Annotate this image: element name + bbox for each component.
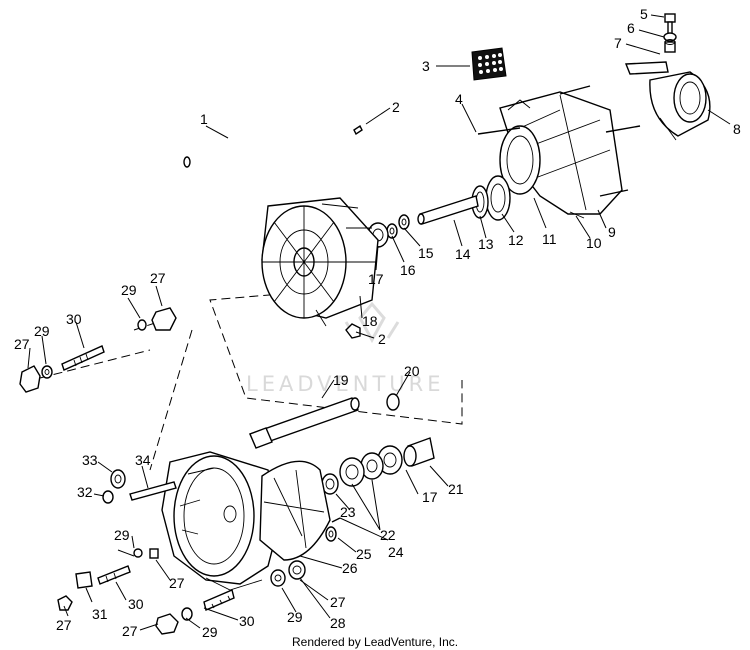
part-1-hose xyxy=(183,119,301,168)
callout-26: 26 xyxy=(342,560,358,576)
callout-23: 23 xyxy=(340,504,356,520)
callout-15: 15 xyxy=(418,245,434,261)
callout-7: 7 xyxy=(614,35,622,51)
callout-30-upper-left: 30 xyxy=(66,311,82,327)
parts-17-21-22-23-bearing-stack xyxy=(321,437,435,495)
callout-19: 19 xyxy=(333,372,349,388)
callout-6: 6 xyxy=(627,20,635,36)
callout-10: 10 xyxy=(586,235,602,251)
callout-17-lower: 17 xyxy=(422,489,438,505)
callout-27-upper-left: 27 xyxy=(14,336,30,352)
callout-11: 11 xyxy=(542,231,557,247)
callout-32: 32 xyxy=(77,484,93,500)
parts-24-25-26-hardware xyxy=(325,517,341,542)
callout-3: 3 xyxy=(422,58,430,74)
callout-17-top: 17 xyxy=(368,271,384,287)
callout-29-bottom: 29 xyxy=(202,624,218,640)
parts-15-16-washers xyxy=(386,214,410,239)
callout-29-lower-left: 29 xyxy=(114,527,130,543)
callout-21: 21 xyxy=(448,481,464,497)
callout-33: 33 xyxy=(82,452,98,468)
leader-lines xyxy=(27,14,731,631)
parts-32-33-34 xyxy=(102,469,177,504)
callout-labels: 1 2 3 4 5 6 7 8 9 10 11 12 13 14 15 16 1… xyxy=(14,6,741,640)
credit-text: Rendered by LeadVenture, Inc. xyxy=(292,635,458,649)
part-8-nozzle xyxy=(624,61,711,141)
callout-30-lower-left: 30 xyxy=(128,596,144,612)
callout-8: 8 xyxy=(733,121,741,137)
callout-4: 4 xyxy=(455,91,463,107)
callout-9: 9 xyxy=(608,224,616,240)
callout-30-bottom: 30 xyxy=(239,613,255,629)
callout-22: 22 xyxy=(380,527,396,543)
callout-29-upper-left: 29 xyxy=(34,323,50,339)
callout-5: 5 xyxy=(640,6,648,22)
part-18-stator-housing xyxy=(261,197,379,327)
callout-14: 14 xyxy=(455,246,471,262)
part-2-pin-top xyxy=(353,124,363,136)
part-30-stud-left xyxy=(19,307,177,393)
callout-31: 31 xyxy=(92,606,108,622)
callout-12: 12 xyxy=(508,232,524,248)
callout-2-mid: 2 xyxy=(378,331,386,347)
callout-24: 24 xyxy=(388,544,404,560)
callout-1: 1 xyxy=(200,111,208,127)
callout-13: 13 xyxy=(478,236,494,252)
parts-27-30-31-lower-left xyxy=(57,565,235,635)
callout-34: 34 xyxy=(135,452,151,468)
callout-27-lower-left: 27 xyxy=(56,617,72,633)
callout-2-top: 2 xyxy=(392,99,400,115)
parts-5-6-7-hardware xyxy=(663,13,677,53)
callout-20: 20 xyxy=(404,363,420,379)
part-14-shaft xyxy=(417,195,479,225)
lower-pump-housing xyxy=(161,451,331,591)
callout-27-bottom: 27 xyxy=(122,623,138,639)
callout-16: 16 xyxy=(400,262,416,278)
parts-27-28-29-lower-hardware xyxy=(133,548,306,587)
callout-27-lower-center: 27 xyxy=(169,575,185,591)
callout-29-upper: 29 xyxy=(121,282,137,298)
callout-27-lower-right: 27 xyxy=(330,594,346,610)
part-3-grille xyxy=(471,47,507,81)
callout-29-lower-right: 29 xyxy=(287,609,303,625)
part-2-fitting-mid xyxy=(345,323,361,339)
callout-28: 28 xyxy=(330,615,346,631)
part-20-o-ring xyxy=(386,393,400,411)
part-19-drive-shaft xyxy=(249,397,360,449)
callout-27-upper: 27 xyxy=(150,270,166,286)
callout-18: 18 xyxy=(362,313,378,329)
parts-12-13-seal-and-ring xyxy=(471,175,511,221)
callout-25: 25 xyxy=(356,546,372,562)
